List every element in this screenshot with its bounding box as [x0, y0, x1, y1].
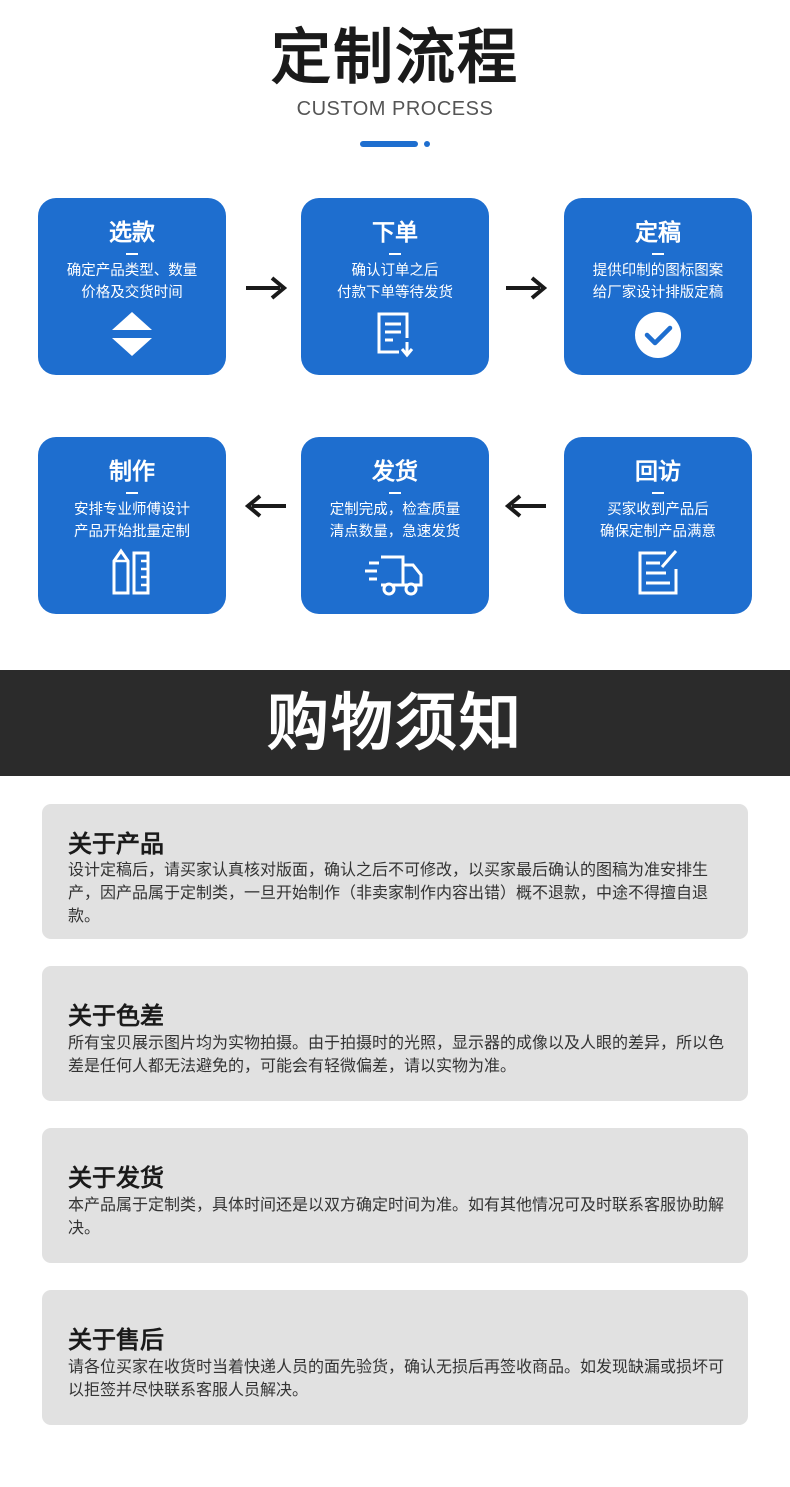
step-description: 确认订单之后 付款下单等待发货 — [337, 263, 453, 301]
check-circle-icon — [635, 312, 681, 358]
title-underline-dot — [424, 141, 430, 147]
step-title-underline — [652, 492, 664, 494]
order-document-icon — [377, 312, 414, 358]
pencil-ruler-icon — [112, 548, 150, 595]
notice-body: 请各位买家在收货时当着快递人员的面先验货，确认无损后再签收商品。如发现缺漏或损坏… — [68, 1357, 725, 1399]
notice-body: 所有宝贝展示图片均为实物拍摄。由于拍摄时的光照，显示器的成像以及人眼的差异，所以… — [68, 1033, 725, 1075]
step-description: 提供印制的图标图案 给厂家设计排版定稿 — [592, 263, 724, 301]
step-title-underline — [126, 253, 138, 255]
step-card-followup: 回访 买家收到产品后 确保定制产品满意 — [564, 437, 752, 614]
step-title-underline — [389, 492, 401, 494]
notice-body: 设计定稿后，请买家认真核对版面，确认之后不可修改，以买家最后确认的图稿为准安排生… — [68, 860, 709, 925]
step-description: 确定产品类型、数量 价格及交货时间 — [66, 263, 198, 301]
step-title: 定稿 — [635, 220, 681, 246]
page-subtitle: CUSTOM PROCESS — [296, 98, 494, 120]
feedback-form-icon — [638, 550, 678, 595]
step-description: 安排专业师傅设计 产品开始批量定制 — [74, 502, 190, 540]
step-title: 回访 — [635, 459, 681, 485]
notice-body: 本产品属于定制类，具体时间还是以双方确定时间为准。如有其他情况可及时联系客服协助… — [68, 1195, 725, 1237]
step-title: 发货 — [372, 459, 418, 485]
step-card-ship: 发货 定制完成，检查质量 清点数量，急速发货 — [301, 437, 489, 614]
notice-title: 关于产品 — [68, 830, 164, 858]
notice-title: 关于发货 — [68, 1164, 164, 1192]
notice-shipping: 关于发货 本产品属于定制类，具体时间还是以双方确定时间为准。如有其他情况可及时联… — [42, 1128, 748, 1263]
arrow-right-icon — [246, 276, 288, 300]
title-underline — [360, 141, 418, 147]
step-title: 制作 — [109, 459, 155, 485]
sort-up-down-icon — [112, 312, 152, 356]
step-card-finalize: 定稿 提供印制的图标图案 给厂家设计排版定稿 — [564, 198, 752, 375]
step-title-underline — [652, 253, 664, 255]
section-title: 购物须知 — [0, 670, 790, 776]
notice-title: 关于售后 — [68, 1326, 164, 1354]
notice-title: 关于色差 — [68, 1002, 164, 1030]
page-title: 定制流程 — [271, 23, 519, 93]
step-title: 下单 — [372, 220, 418, 246]
step-card-order: 下单 确认订单之后 付款下单等待发货 — [301, 198, 489, 375]
notice-after-sales: 关于售后 请各位买家在收货时当着快递人员的面先验货，确认无损后再签收商品。如发现… — [42, 1290, 748, 1425]
step-description: 定制完成，检查质量 清点数量，急速发货 — [329, 502, 461, 540]
delivery-truck-icon — [365, 555, 423, 596]
step-title-underline — [389, 253, 401, 255]
step-description: 买家收到产品后 确保定制产品满意 — [600, 502, 716, 540]
step-title: 选款 — [109, 220, 155, 246]
arrow-right-icon — [506, 276, 548, 300]
arrow-left-icon — [504, 494, 546, 518]
step-title-underline — [126, 492, 138, 494]
step-card-select: 选款 确定产品类型、数量 价格及交货时间 — [38, 198, 226, 375]
notice-color-difference: 关于色差 所有宝贝展示图片均为实物拍摄。由于拍摄时的光照，显示器的成像以及人眼的… — [42, 966, 748, 1101]
arrow-left-icon — [244, 494, 286, 518]
notice-product: 关于产品 设计定稿后，请买家认真核对版面，确认之后不可修改，以买家最后确认的图稿… — [42, 804, 748, 939]
step-card-produce: 制作 安排专业师傅设计 产品开始批量定制 — [38, 437, 226, 614]
